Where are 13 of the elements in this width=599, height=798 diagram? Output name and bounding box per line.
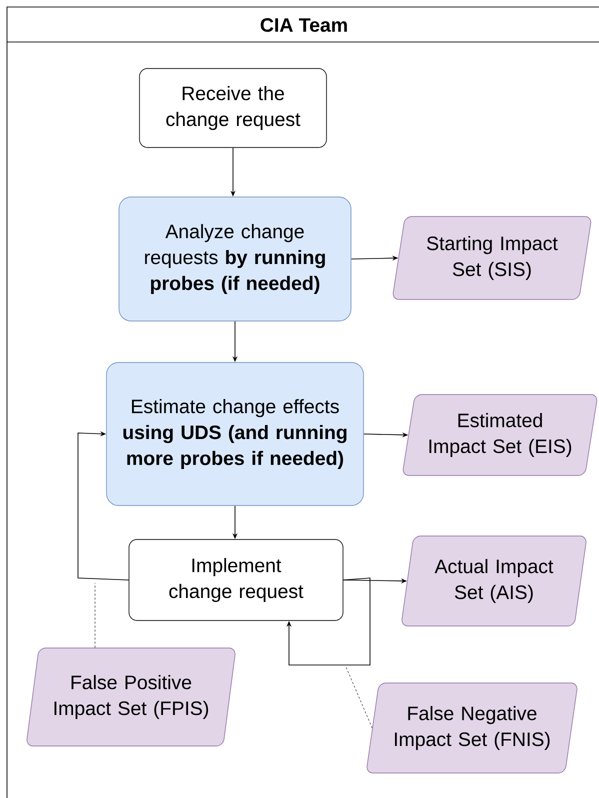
- leader-line: [94, 582, 96, 648]
- data-parallelogram: Estimated Impact Set (EIS): [402, 394, 598, 476]
- process-box: Receive the change request: [139, 68, 327, 148]
- data-parallelogram: False Positive Impact Set (FPIS): [26, 648, 236, 746]
- leader-line: [346, 666, 372, 728]
- process-box: Estimate change effects using UDS (and running more probes if needed): [106, 362, 364, 506]
- data-parallelogram: False Negative Impact Set (FNIS): [366, 682, 578, 774]
- data-parallelogram: Starting Impact Set (SIS): [392, 216, 592, 300]
- process-box: Implement change request: [128, 539, 344, 621]
- process-box: Analyze change requests by running probes (if needed): [118, 196, 352, 322]
- arrow: [286, 578, 370, 666]
- data-parallelogram: Actual Impact Set (AIS): [402, 536, 586, 626]
- arrow: [78, 431, 130, 580]
